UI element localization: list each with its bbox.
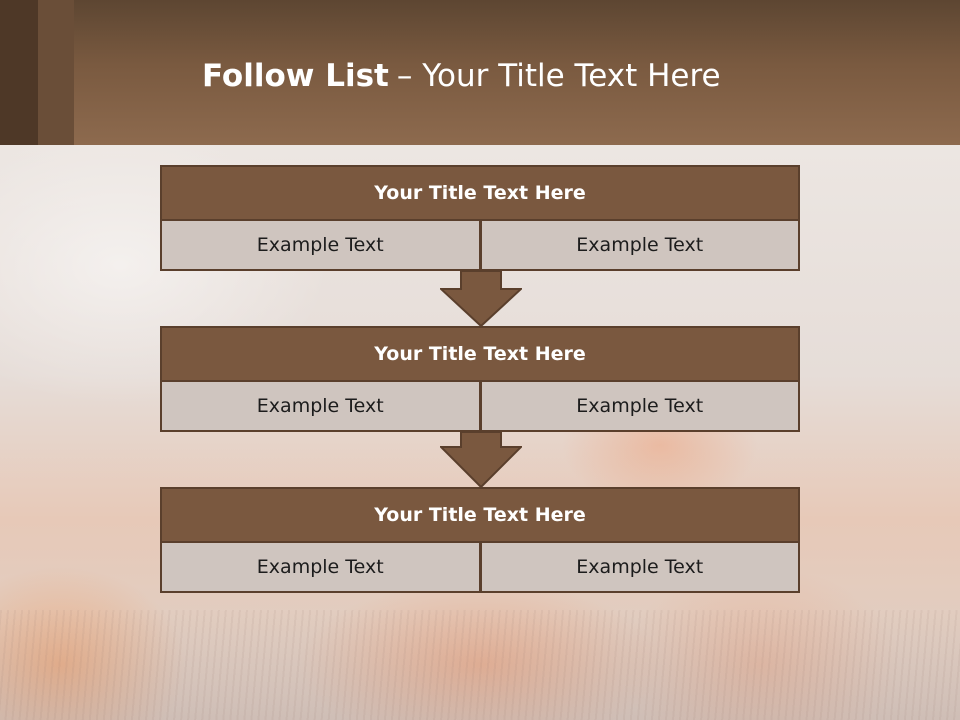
down-arrow-icon: [440, 432, 522, 488]
header-bar: Follow List– Your Title Text Here: [0, 0, 960, 145]
title-bold: Follow List: [202, 58, 389, 94]
page-title: Follow List– Your Title Text Here: [202, 56, 721, 96]
block-cell-left: Example Text: [160, 543, 481, 593]
block-title: Your Title Text Here: [160, 326, 800, 382]
block-row: Example Text Example Text: [160, 382, 800, 432]
header-accent-strip-light: [38, 0, 74, 145]
list-block-3: Your Title Text Here Example Text Exampl…: [160, 487, 800, 593]
block-cell-left: Example Text: [160, 382, 481, 432]
block-cell-right: Example Text: [480, 221, 800, 271]
list-block-2: Your Title Text Here Example Text Exampl…: [160, 326, 800, 432]
block-cell-right: Example Text: [480, 382, 800, 432]
header-accent-strip-dark: [0, 0, 38, 145]
title-rest: – Your Title Text Here: [396, 58, 721, 94]
block-title: Your Title Text Here: [160, 165, 800, 221]
block-cell-right: Example Text: [480, 543, 800, 593]
block-title: Your Title Text Here: [160, 487, 800, 543]
down-arrow-icon: [440, 271, 522, 327]
list-block-1: Your Title Text Here Example Text Exampl…: [160, 165, 800, 271]
block-row: Example Text Example Text: [160, 543, 800, 593]
block-cell-left: Example Text: [160, 221, 481, 271]
block-row: Example Text Example Text: [160, 221, 800, 271]
background-grass: [0, 610, 960, 720]
